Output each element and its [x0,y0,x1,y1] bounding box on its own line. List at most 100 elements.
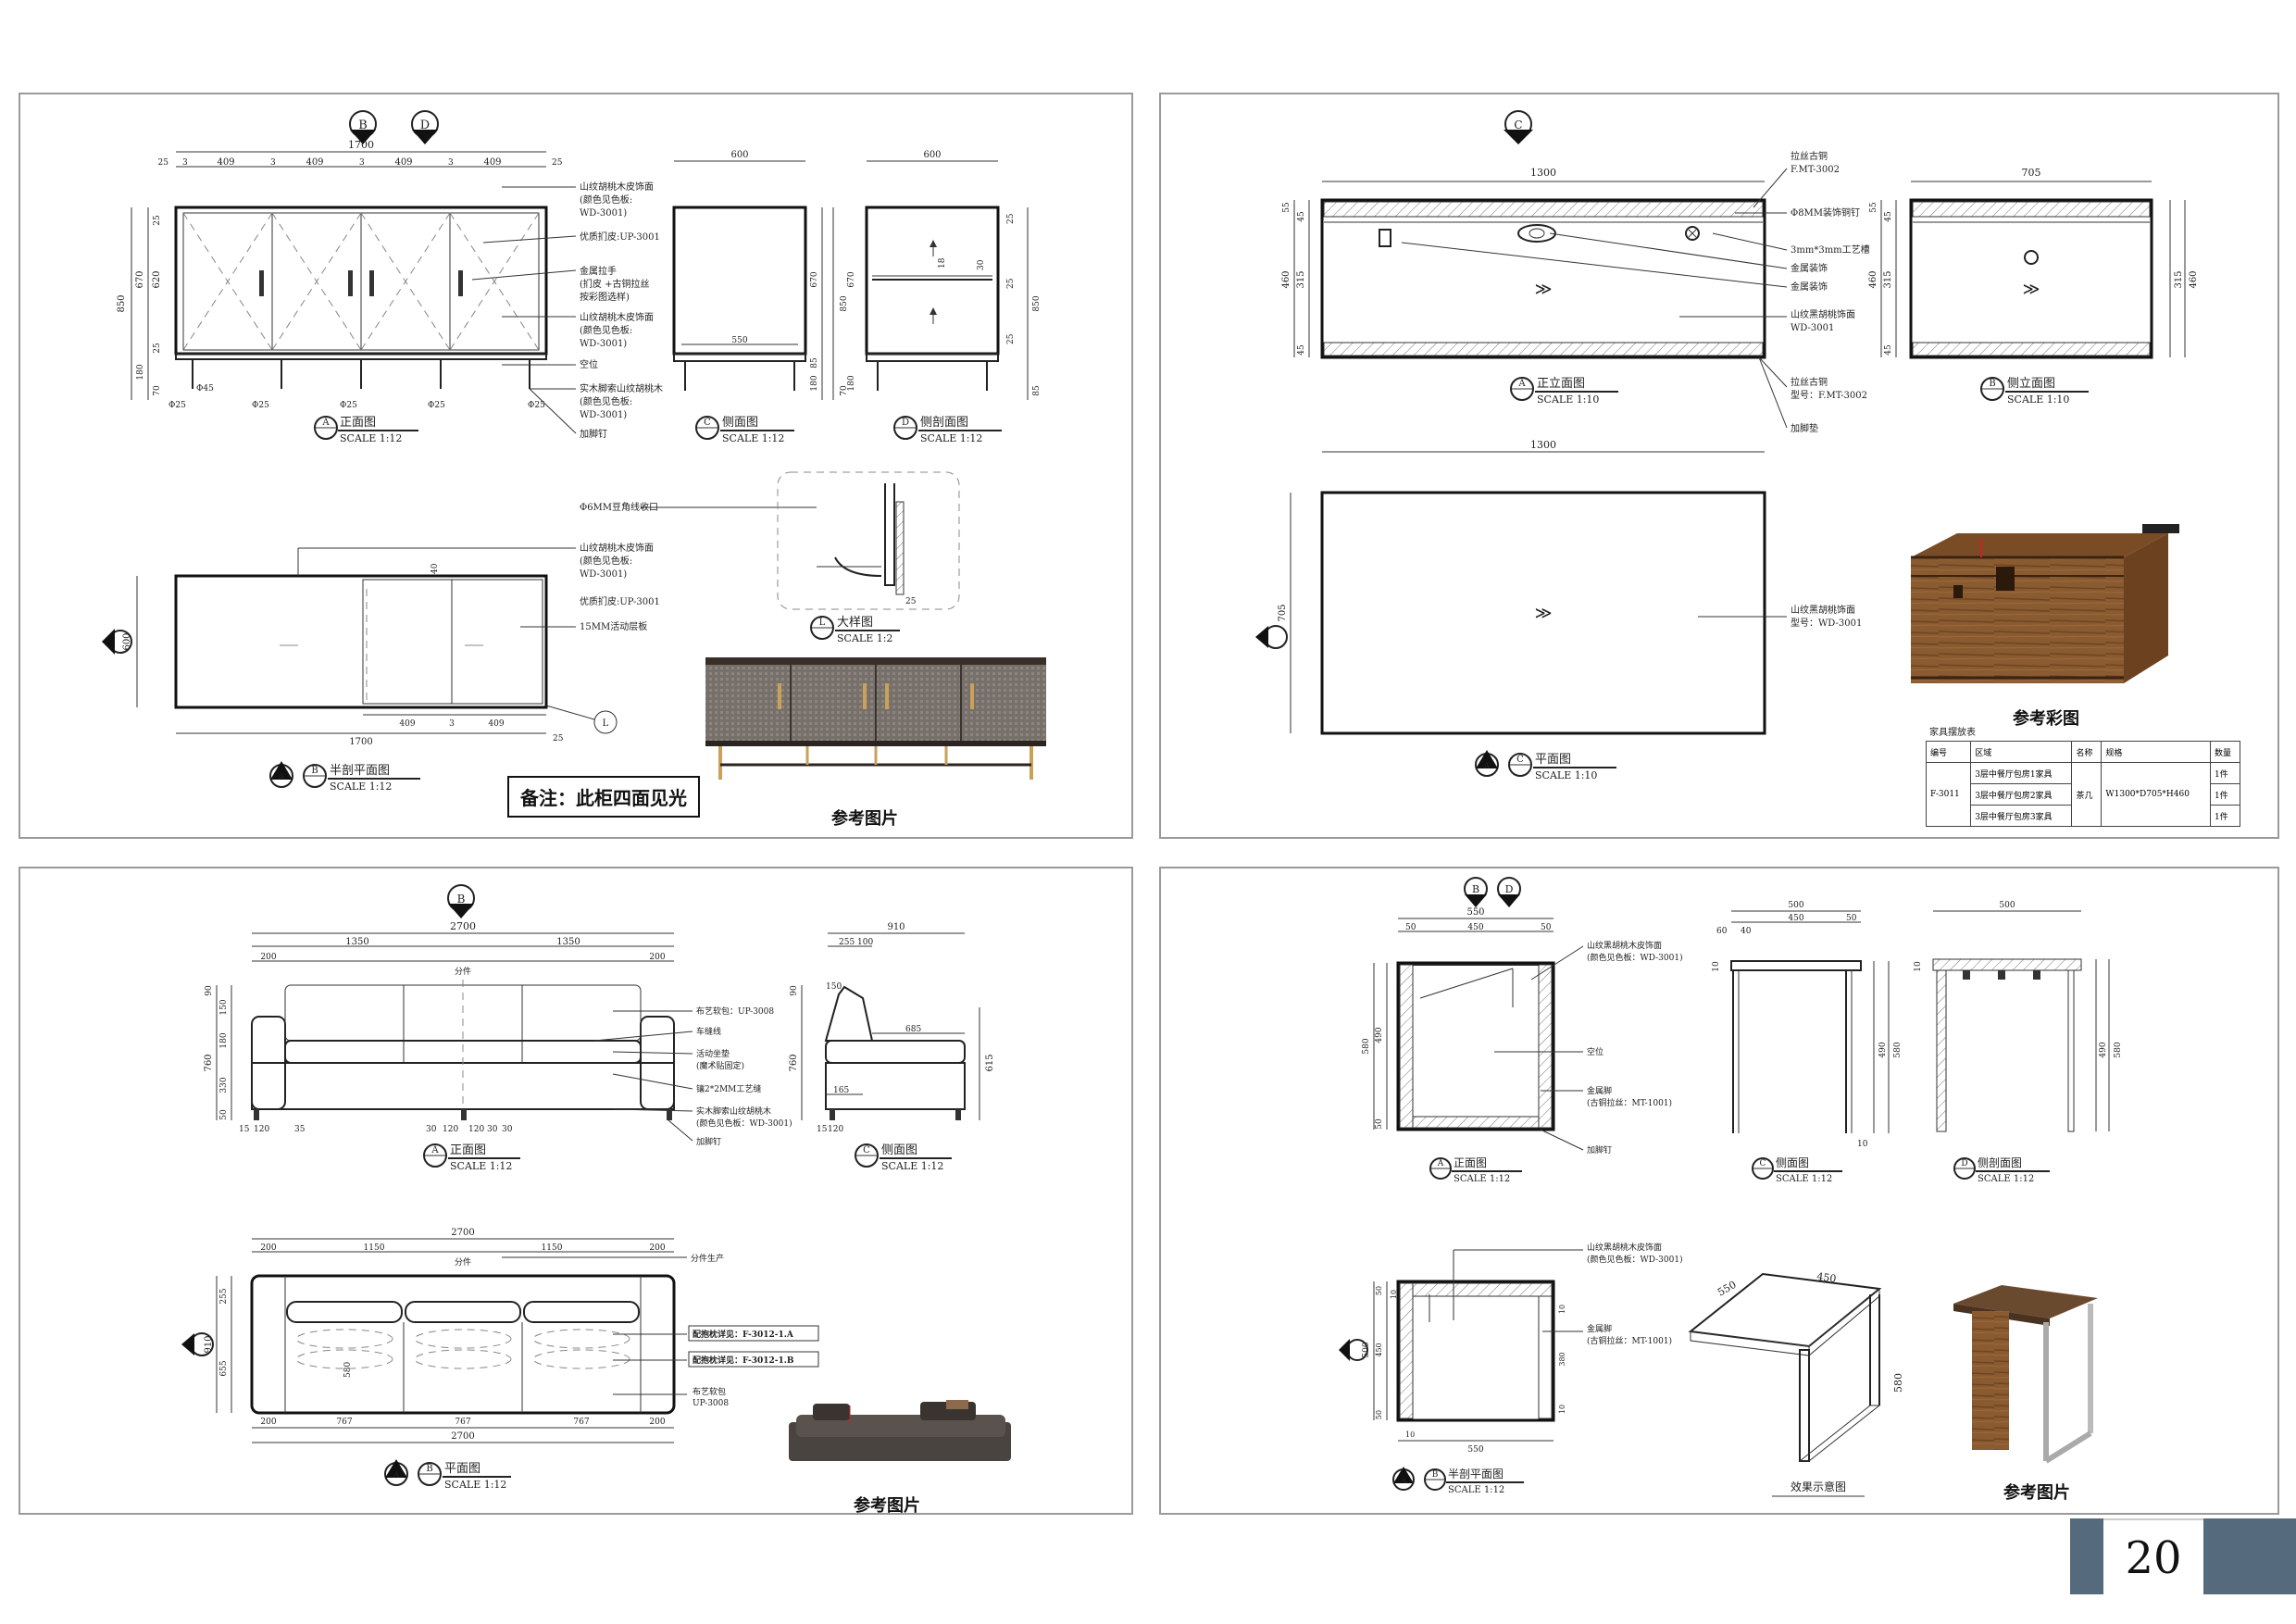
page-bar-right [2203,1518,2296,1594]
svg-text:SCALE 1:12: SCALE 1:12 [1454,1174,1510,1184]
svg-text:580: 580 [1362,1038,1371,1054]
svg-text:120: 120 [254,1125,269,1134]
svg-text:910: 910 [204,1335,214,1353]
trunk-plan: 1300 ≫ 705 山纹黑胡桃饰面 型号：WD-3001 A C 平面图 SC… [1255,439,1862,781]
svg-text:85: 85 [810,357,819,369]
svg-text:670: 670 [135,270,145,288]
svg-text:409: 409 [399,719,415,729]
svg-text:50: 50 [1405,923,1416,932]
svg-text:255: 255 [839,938,855,947]
sidetable-reference-photo [1953,1285,2098,1464]
svg-text:409: 409 [394,157,412,168]
svg-text:10: 10 [1558,1305,1566,1314]
svg-text:180: 180 [219,1032,229,1048]
section-marker-c: C [1504,110,1533,144]
svg-text:B: B [1989,379,1995,389]
section-marker-b: B [1464,877,1488,907]
svg-text:50: 50 [1541,923,1552,932]
svg-text:1700: 1700 [349,737,372,747]
page-number: 20 [2103,1518,2203,1596]
panel-sideboard: B D 1700 409 409 409 409 25 3 3 3 3 25 [19,93,1133,839]
svg-text:380: 380 [1558,1352,1566,1366]
svg-text:2700: 2700 [450,920,476,932]
svg-text:C: C [863,1145,870,1156]
svg-text:460: 460 [2189,270,2199,288]
svg-text:拉丝古铜: 拉丝古铜 [1791,150,1828,162]
trunk-callouts: 拉丝古铜 F.MT-3002 Φ8MM装饰铜钉 3mm*3mm工艺槽 金属装饰 … [1401,150,1870,434]
svg-text:180: 180 [810,375,819,391]
schedule-area: 3层中餐厅包房1家具 [1970,762,2073,784]
svg-text:10: 10 [1914,961,1923,972]
svg-text:A: A [1483,762,1491,771]
schedule-code: F-3011 [1925,762,1972,827]
svg-text:315: 315 [1883,270,1893,288]
svg-text:UP-3008: UP-3008 [693,1399,729,1408]
svg-text:10: 10 [1712,961,1721,972]
svg-text:490: 490 [1375,1027,1384,1043]
svg-text:500: 500 [1788,901,1803,910]
svg-text:加脚钉: 加脚钉 [580,428,607,440]
svg-text:600: 600 [923,150,941,160]
svg-text:18: 18 [938,257,947,269]
sideboard-side-elevation: 600 550 670 850 85 180 70 C 侧面图 SCALE 1:… [672,150,849,444]
svg-text:409: 409 [483,157,501,168]
svg-text:50: 50 [1375,1410,1383,1419]
sideboard-front-elevation: 1700 409 409 409 409 25 3 3 3 3 25 [117,139,563,444]
svg-text:SCALE 1:12: SCALE 1:12 [340,432,402,444]
svg-text:705: 705 [2022,167,2041,179]
svg-text:正面图: 正面图 [450,1143,486,1157]
svg-text:山纹胡桃木皮饰面: 山纹胡桃木皮饰面 [580,542,654,554]
svg-text:实木脚索山纹胡桃木: 实木脚索山纹胡桃木 [696,1106,771,1117]
svg-text:615: 615 [985,1054,995,1071]
svg-text:200: 200 [260,1243,276,1253]
svg-text:SCALE 1:10: SCALE 1:10 [2007,394,2069,406]
panel-trunk-table: C 1300 ≫ 55 45 460 315 45 A 正立面图 SCALE 1… [1159,93,2279,839]
svg-text:90: 90 [205,985,214,996]
svg-text:550: 550 [1467,1445,1483,1455]
svg-text:200: 200 [649,1418,665,1427]
svg-text:Φ25: Φ25 [340,401,357,410]
svg-text:Φ8MM装饰铜钉: Φ8MM装饰铜钉 [1791,206,1860,219]
svg-text:450: 450 [1788,914,1803,923]
svg-text:WD-3001: WD-3001 [1791,323,1834,333]
svg-text:450: 450 [1816,1270,1838,1285]
svg-text:910: 910 [887,922,905,932]
panel-sofa: B 2700 1350 1350 200 200 分件 90 150 [19,867,1133,1515]
schedule-header: 数量 [2210,741,2240,763]
svg-text:40: 40 [430,563,440,574]
svg-text:侧立面图: 侧立面图 [2007,377,2055,391]
svg-text:加脚垫: 加脚垫 [1791,422,1818,434]
svg-text:25: 25 [905,597,917,606]
trunk-reference-photo [1911,524,2179,683]
svg-text:70: 70 [840,385,849,396]
svg-text:45: 45 [1297,211,1306,222]
svg-text:70: 70 [153,385,162,396]
svg-text:按彩图选样): 按彩图选样) [580,291,630,303]
svg-text:Φ45: Φ45 [196,384,214,394]
svg-text:山纹黑胡桃饰面: 山纹黑胡桃饰面 [1791,604,1855,616]
svg-text:Φ6MM豆角线收口: Φ6MM豆角线收口 [580,501,658,513]
svg-text:1150: 1150 [364,1243,385,1253]
svg-text:1350: 1350 [345,937,368,947]
svg-text:450: 450 [1375,1343,1383,1356]
svg-text:WD-3001): WD-3001) [580,339,627,349]
svg-text:55: 55 [1282,202,1292,213]
section-marker-b: B [349,110,377,144]
svg-text:SCALE 1:2: SCALE 1:2 [837,632,892,644]
svg-text:767: 767 [336,1418,352,1427]
svg-text:(颜色见色板：WD-3001): (颜色见色板：WD-3001) [1587,952,1683,963]
svg-text:WD-3001): WD-3001) [580,410,627,420]
svg-text:30: 30 [426,1125,437,1134]
sofa-side-elevation: 910 255 100 150 685 165 120 15 90 760 61… [789,922,995,1172]
svg-text:B: B [358,119,368,132]
schedule-header: 名称 [2071,741,2103,763]
svg-text:优质扪皮:UP-3001: 优质扪皮:UP-3001 [580,595,660,607]
schedule-header: 编号 [1925,741,1972,763]
svg-text:(魔术贴固定): (魔术贴固定) [696,1060,744,1071]
svg-text:460: 460 [1868,270,1878,288]
svg-text:SCALE 1:12: SCALE 1:12 [1978,1174,2034,1184]
sofa-reference-photo [789,1400,1011,1461]
svg-text:200: 200 [649,953,665,962]
svg-text:580: 580 [343,1362,353,1378]
svg-text:85: 85 [1032,385,1042,396]
